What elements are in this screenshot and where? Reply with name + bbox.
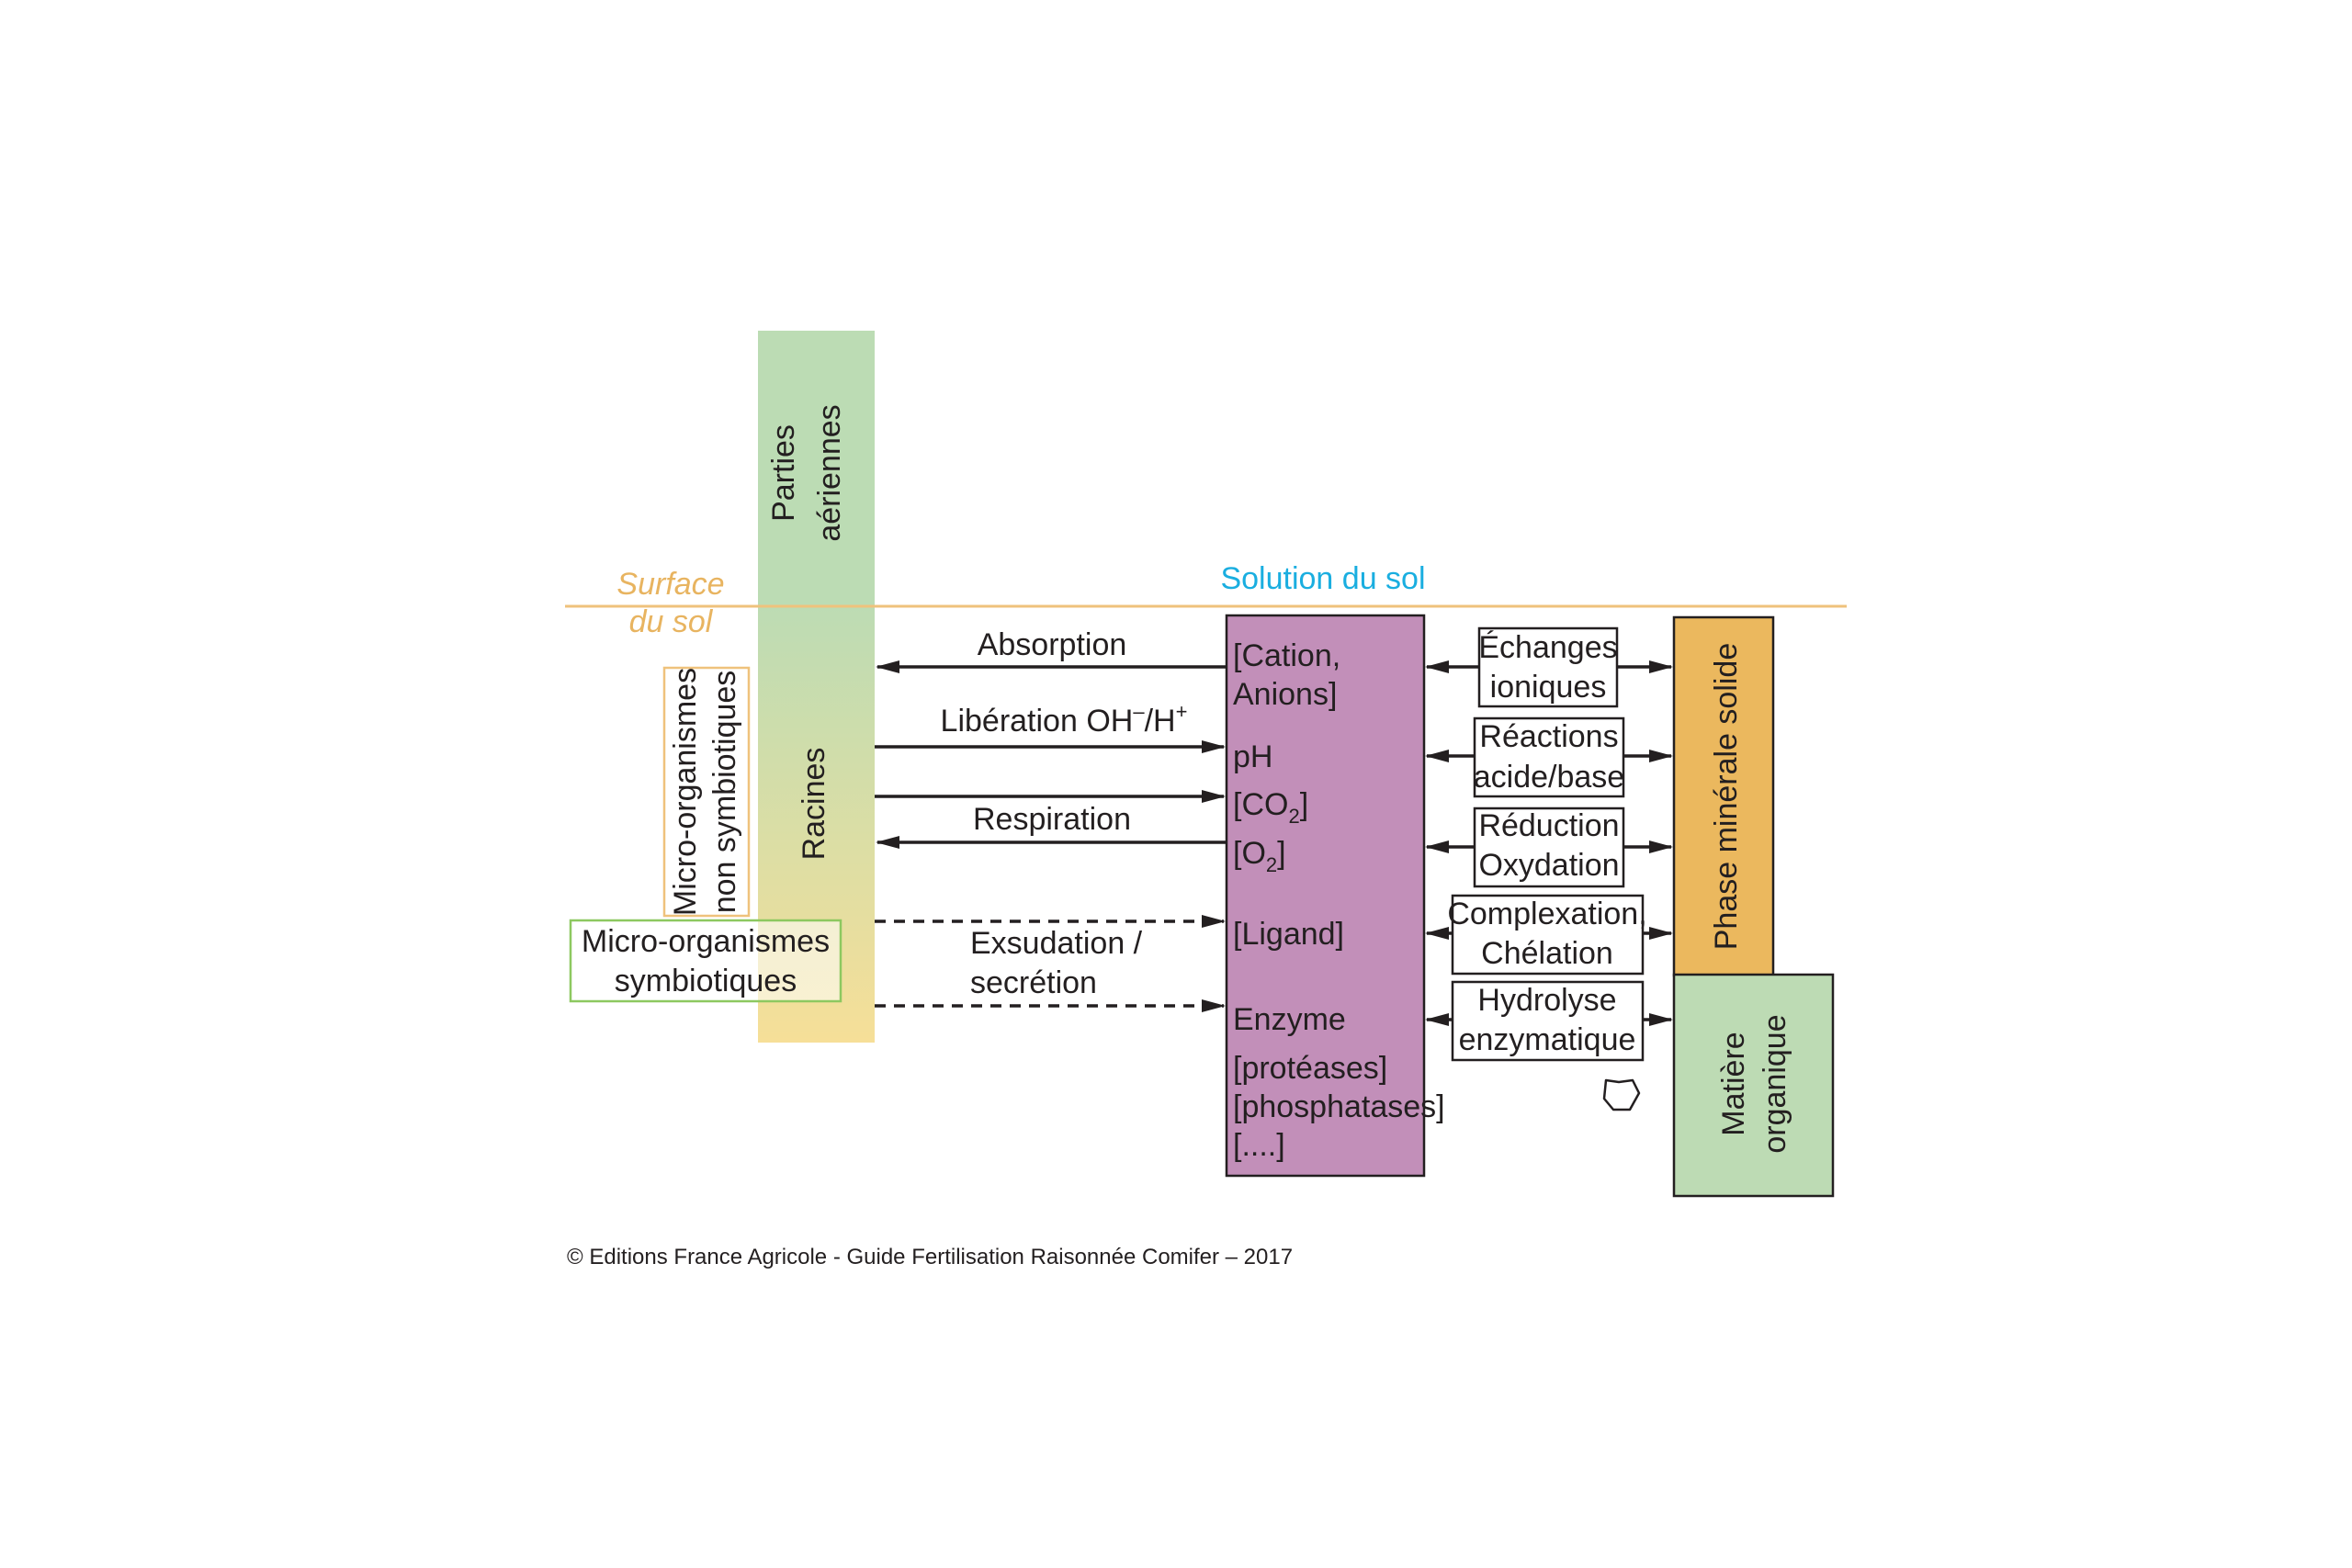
process-echanges-line1: Échanges xyxy=(1478,630,1617,665)
soil-solution-box xyxy=(1225,614,1426,1178)
organic-matter-box xyxy=(1672,973,1835,1198)
solution-enzyme-line2: [protéases] xyxy=(1233,1051,1387,1086)
process-reactions-line1: Réactions xyxy=(1479,719,1618,754)
solution-ligand: [Ligand] xyxy=(1233,917,1344,952)
process-hydrolyse-line2: enzymatique xyxy=(1459,1022,1636,1057)
process-reduction-box xyxy=(1473,807,1625,888)
micro-non-symbiotic-label-line2: non symbiotiques xyxy=(707,671,742,914)
solution-enzyme-line3: [phosphatases] xyxy=(1233,1089,1445,1124)
aerial-parts-label-line1: Parties xyxy=(766,424,801,522)
flow-exsudation-label-line2: secrétion xyxy=(970,965,1097,1000)
process-hydrolyse-line1: Hydrolyse xyxy=(1477,983,1616,1018)
solution-cation-line1: [Cation, xyxy=(1233,638,1340,673)
flow-liberation-label: Libération OH–/H+ xyxy=(941,700,1188,739)
copyright-text: © Editions France Agricole - Guide Ferti… xyxy=(567,1245,1293,1269)
organic-matter-label-line2: organique xyxy=(1758,1014,1792,1153)
process-hydrolyse-box xyxy=(1451,980,1645,1062)
solution-co2: [CO2] xyxy=(1233,787,1308,828)
surface-label-line2: du sol xyxy=(629,604,714,639)
roots-label: Racines xyxy=(797,748,831,861)
solution-enzyme-line1: Enzyme xyxy=(1233,1002,1346,1037)
solution-o2: [O2] xyxy=(1233,836,1286,876)
solution-label: Solution du sol xyxy=(1220,561,1425,596)
flow-exsudation-label-line1: Exsudation / xyxy=(970,926,1143,961)
aerial-parts-label-line2: aériennes xyxy=(812,404,847,541)
micro-non-symbiotic-box xyxy=(662,666,751,918)
solution-enzyme-line4: [....] xyxy=(1233,1128,1285,1163)
micro-non-symbiotic-label-line1: Micro-organismes xyxy=(668,668,703,916)
process-complexation-box xyxy=(1451,894,1645,976)
solution-cation-line2: Anions] xyxy=(1233,677,1337,712)
process-echanges-box xyxy=(1477,626,1619,708)
process-reduction-line2: Oxydation xyxy=(1478,848,1619,883)
process-complexation-line2: Chélation xyxy=(1481,936,1613,971)
micro-symbiotic-label-line1: Micro-organismes xyxy=(582,924,830,959)
micro-symbiotic-label-line2: symbiotiques xyxy=(615,964,797,998)
process-echanges-line2: ioniques xyxy=(1490,670,1607,705)
process-complexation-line1: Complexation, xyxy=(1447,897,1646,931)
process-reactions-line2: acide/base xyxy=(1474,760,1624,795)
mineral-phase-box xyxy=(1672,615,1775,977)
flow-absorption-label: Absorption xyxy=(978,627,1127,662)
mineral-phase-label: Phase minérale solide xyxy=(1709,643,1744,951)
process-reduction-line1: Réduction xyxy=(1478,808,1619,843)
enzyme-icon xyxy=(1602,1078,1641,1111)
organic-matter-label-line1: Matière xyxy=(1716,1032,1751,1135)
micro-symbiotic-box xyxy=(569,919,842,1003)
flow-respiration-label: Respiration xyxy=(973,802,1131,837)
surface-label-line1: Surface xyxy=(616,567,724,602)
process-reactions-box xyxy=(1473,716,1625,798)
solution-ph: pH xyxy=(1233,739,1272,774)
